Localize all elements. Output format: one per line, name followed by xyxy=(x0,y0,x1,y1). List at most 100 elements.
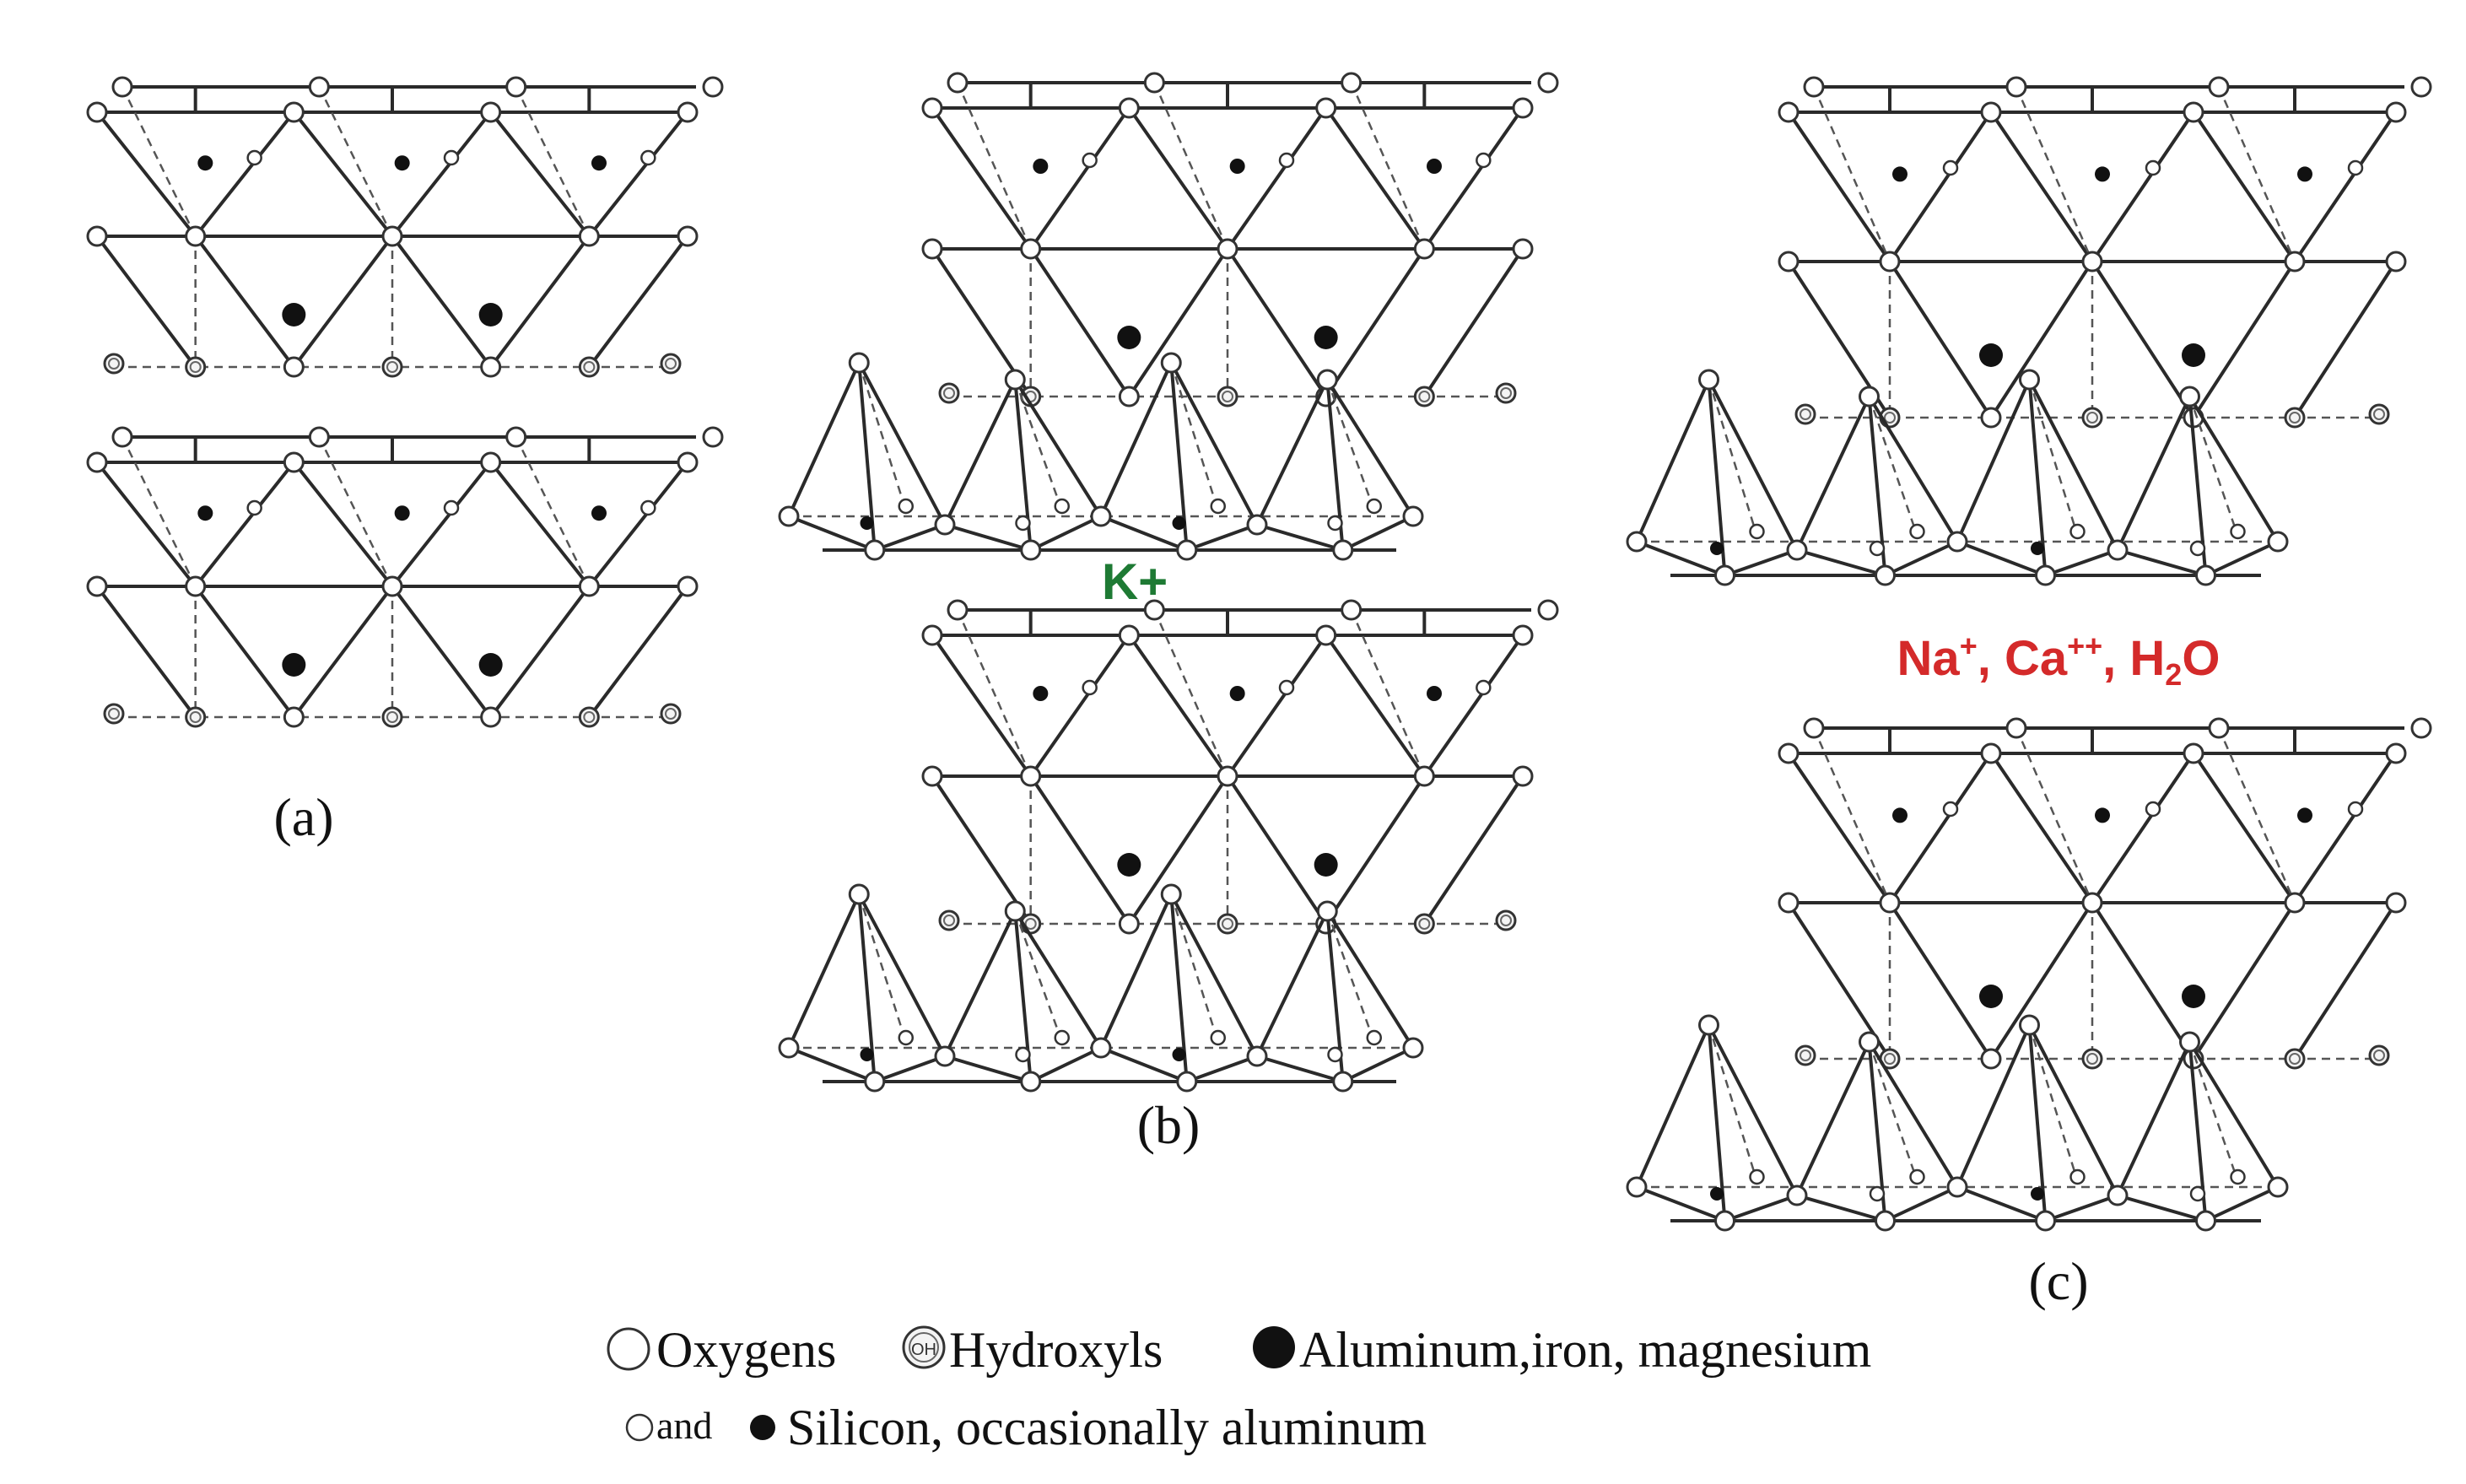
oxygen-atom xyxy=(86,225,108,247)
silicon-atom xyxy=(1942,159,1959,176)
oxygen-atom xyxy=(1778,101,1800,123)
oxygen-atom xyxy=(864,539,886,561)
panel-label-b: (b) xyxy=(1137,1095,1201,1155)
cation-atom xyxy=(1033,686,1049,701)
oxygen-atom xyxy=(505,426,527,448)
silicon-atom xyxy=(443,149,460,166)
silicon-atom xyxy=(2189,1185,2206,1202)
oxygen-atom xyxy=(111,76,133,98)
panel-label-c: (c) xyxy=(2028,1251,2088,1311)
oxygen-atom xyxy=(1020,539,1042,561)
oxygen-atom xyxy=(2284,892,2306,914)
oxygen-atom xyxy=(1402,505,1424,527)
silicon-atom xyxy=(2069,523,2086,540)
oxygen-atom xyxy=(1160,352,1182,374)
oxygen-atom xyxy=(1020,238,1042,260)
cation-atom xyxy=(1979,343,2003,367)
cation-atom xyxy=(197,505,213,521)
oxygen-atom xyxy=(480,356,502,378)
oxygen-atom xyxy=(921,765,943,787)
oxygen-atom xyxy=(1315,624,1337,646)
silicon-atom xyxy=(1749,523,1765,540)
silicon-atom xyxy=(1909,1168,1925,1185)
oxygen-atom xyxy=(1879,251,1901,273)
hydroxyl-atom xyxy=(2081,407,2103,429)
oxygen-atom xyxy=(934,1045,956,1067)
oxygen-atom xyxy=(778,1037,800,1059)
silicon-atom xyxy=(1172,516,1186,530)
oxygen-atom xyxy=(1512,765,1534,787)
silicon-atom xyxy=(898,1029,914,1046)
silicon-atom xyxy=(1869,540,1886,557)
ion-water-subscript: 2 xyxy=(2165,657,2182,692)
oxygen-atom xyxy=(1316,900,1338,922)
silicon-atom xyxy=(1749,1168,1765,1185)
oxygen-atom xyxy=(308,76,330,98)
oxygen-atom xyxy=(1413,765,1435,787)
silicon-atom xyxy=(2069,1168,2086,1185)
hydroxyl-atom xyxy=(185,356,207,378)
cation-atom xyxy=(478,303,503,326)
hydroxyl-legend-symbol: OH xyxy=(911,1341,936,1359)
oxygen-atom xyxy=(2208,76,2230,98)
oxygen-atom xyxy=(1512,624,1534,646)
oxygen-atom xyxy=(1537,599,1559,621)
hydroxyl-atom xyxy=(2368,403,2390,425)
silicon-atom xyxy=(1082,679,1098,696)
oxygen-atom xyxy=(2267,531,2289,553)
hydroxyl-atom xyxy=(1794,1044,1816,1066)
silicon-atom xyxy=(246,149,262,166)
cation-atom xyxy=(2297,166,2312,182)
oxygen-atom xyxy=(1875,1210,1896,1232)
legend: Oxygens OH Hydroxyls Aluminum,iron, magn… xyxy=(607,1322,1871,1455)
hydroxyl-atom xyxy=(578,356,600,378)
oxygen-atom xyxy=(677,575,699,597)
oxygen-atom xyxy=(1004,369,1026,391)
silicon-atom xyxy=(1172,1048,1186,1061)
ion-ca: Ca xyxy=(2005,631,2068,686)
oxygen-atom xyxy=(86,575,108,597)
hydroxyl-atom xyxy=(578,706,600,728)
oxygen-atom xyxy=(283,706,305,728)
oxygen-atom xyxy=(1217,765,1238,787)
silicon-atom xyxy=(2031,1187,2044,1201)
silicon-atom xyxy=(246,499,262,516)
oxygen-atom xyxy=(578,575,600,597)
oxygen-atom xyxy=(1778,892,1800,914)
oxygen-atom xyxy=(1803,717,1825,739)
oxygen-atom xyxy=(1020,1071,1042,1093)
oxygen-atom xyxy=(1246,1045,1268,1067)
silicon-atom xyxy=(2145,159,2161,176)
cation-atom xyxy=(2095,807,2110,823)
oxygen-atom xyxy=(1160,883,1182,905)
oxygen-atom xyxy=(381,575,403,597)
hydroxyl-atom xyxy=(2284,1048,2306,1070)
oxygen-atom xyxy=(864,1071,886,1093)
hydroxyl-atom xyxy=(2284,407,2306,429)
hydroxyl-atom xyxy=(2081,1048,2103,1070)
cation-atom xyxy=(1229,159,1245,174)
oxygen-atom xyxy=(848,883,870,905)
cation-atom xyxy=(2095,166,2110,182)
cation-atom xyxy=(1979,985,2003,1008)
silicon-atom xyxy=(1015,515,1031,532)
cation-atom xyxy=(1892,807,1908,823)
hydroxyl-atom xyxy=(185,706,207,728)
oxygen-atom xyxy=(1176,539,1198,561)
oxygen-atom xyxy=(283,451,305,473)
silicon-atom xyxy=(860,1048,874,1061)
panel-c-tetrahedral-sheet-1 xyxy=(1626,369,2289,586)
oxygen-atom xyxy=(677,225,699,247)
oxygen-atom xyxy=(1143,72,1165,94)
silicon-atom xyxy=(1366,498,1382,515)
oxygen-atom xyxy=(1786,1185,1808,1206)
panel-c-tetrahedral-sheet-2 xyxy=(1626,1014,2289,1232)
silicon-legend-icon-open xyxy=(625,1413,654,1442)
silicon-atom xyxy=(860,516,874,530)
silicon-atom xyxy=(2347,159,2364,176)
cation-atom xyxy=(478,653,503,677)
oxygen-atom xyxy=(1859,386,1880,407)
silicon-atom xyxy=(898,498,914,515)
cation-atom xyxy=(591,505,607,521)
ion-na: Na xyxy=(1897,631,1961,686)
